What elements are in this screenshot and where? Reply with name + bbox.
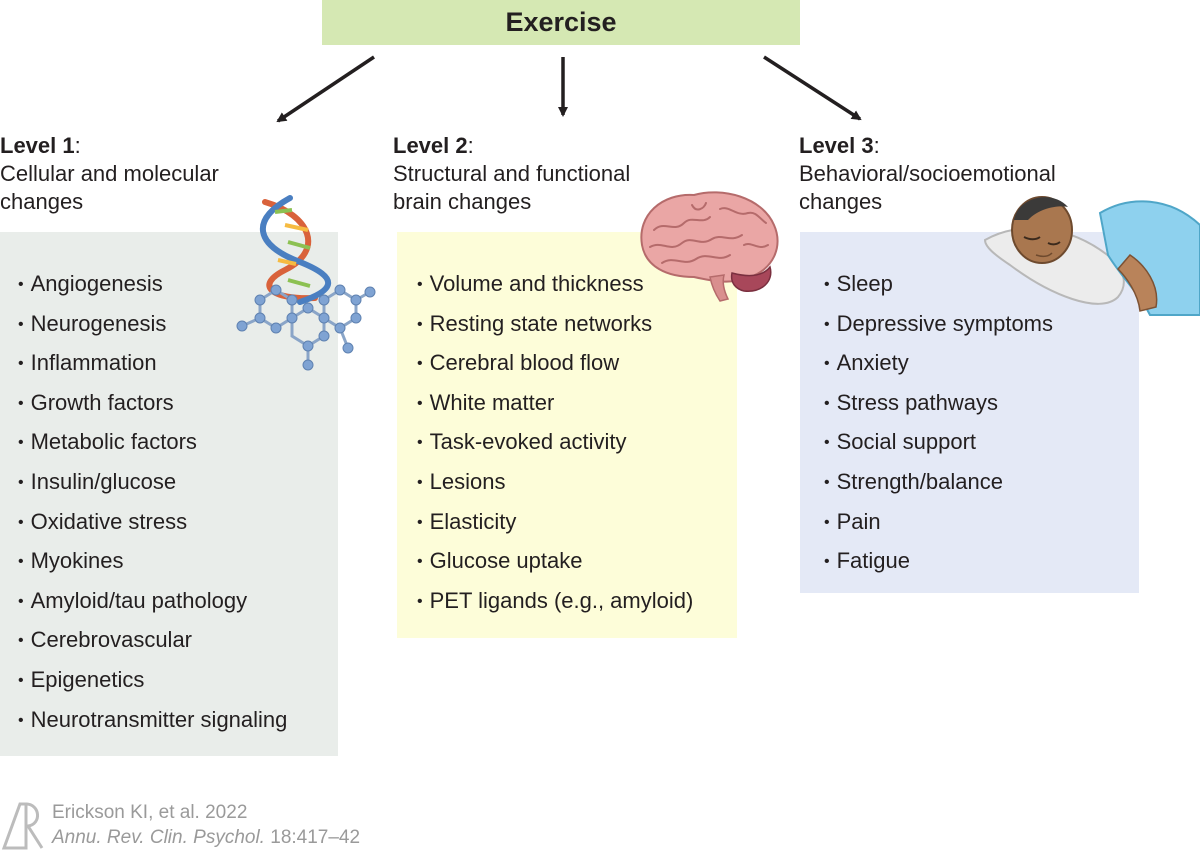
list-item: Amyloid/tau pathology [18, 581, 338, 621]
list-item: Sleep [824, 264, 1139, 304]
level-3-list: SleepDepressive symptomsAnxietyStress pa… [800, 232, 1139, 581]
level-1-subtitle-line1: Cellular and molecular [0, 161, 219, 186]
level-2-subtitle-line2: brain changes [393, 189, 532, 214]
list-item: Cerebrovascular [18, 620, 338, 660]
list-item: Anxiety [824, 343, 1139, 383]
publisher-logo-icon [1, 802, 44, 850]
citation-authors: Erickson KI, et al. 2022 [52, 802, 248, 823]
list-item: Growth factors [18, 383, 338, 423]
level-2-subtitle-line1: Structural and functional [393, 161, 631, 186]
level-3-subtitle-line2: changes [799, 189, 883, 214]
list-item: Stress pathways [824, 383, 1139, 423]
list-item: Insulin/glucose [18, 462, 338, 502]
citation-volume: 18:417–42 [264, 827, 361, 848]
list-item: Glucose uptake [417, 541, 737, 581]
root-node-exercise: Exercise [322, 0, 800, 45]
citation: Erickson KI, et al. 2022 Annu. Rev. Clin… [52, 800, 360, 850]
list-item: Cerebral blood flow [417, 343, 737, 383]
list-item: Resting state networks [417, 304, 737, 344]
list-item: Neurotransmitter signaling [18, 700, 338, 740]
level-2-heading: Level 2: Structural and functional brain… [393, 133, 631, 214]
list-item: Angiogenesis [18, 264, 338, 304]
list-item: Depressive symptoms [824, 304, 1139, 344]
citation-journal: Annu. Rev. Clin. Psychol. [52, 827, 265, 848]
list-item: Strength/balance [824, 462, 1139, 502]
list-item: Fatigue [824, 541, 1139, 581]
arrow-to-level-3 [763, 55, 862, 121]
level-1-panel: AngiogenesisNeurogenesisInflammationGrow… [0, 232, 338, 756]
level-2-list: Volume and thicknessResting state networ… [397, 232, 737, 620]
list-item: Oxidative stress [18, 502, 338, 542]
list-item: PET ligands (e.g., amyloid) [417, 581, 737, 621]
level-3-subtitle-line1: Behavioral/socioemotional [799, 161, 1056, 186]
level-2-title: Level 2 [393, 133, 468, 158]
list-item: Task-evoked activity [417, 422, 737, 462]
level-3-title: Level 3 [799, 133, 874, 158]
level-1-title: Level 1 [0, 133, 75, 158]
level-1-heading: Level 1: Cellular and molecular changes [0, 133, 219, 214]
list-item: Neurogenesis [18, 304, 338, 344]
list-item: White matter [417, 383, 737, 423]
brain-icon [640, 191, 779, 302]
level-2-panel: Volume and thicknessResting state networ… [397, 232, 737, 638]
list-item: Social support [824, 422, 1139, 462]
level-1-subtitle-line2: changes [0, 189, 84, 214]
arrow-to-level-1 [276, 55, 375, 123]
level-3-heading: Level 3: Behavioral/socioemotional chang… [799, 133, 1056, 214]
list-item: Inflammation [18, 343, 338, 383]
dna-molecule-icon [236, 195, 376, 371]
list-item: Pain [824, 502, 1139, 542]
list-item: Epigenetics [18, 660, 338, 700]
list-item: Lesions [417, 462, 737, 502]
list-item: Volume and thickness [417, 264, 737, 304]
list-item: Elasticity [417, 502, 737, 542]
level-1-list: AngiogenesisNeurogenesisInflammationGrow… [0, 232, 338, 739]
list-item: Myokines [18, 541, 338, 581]
sleeping-person-icon [983, 196, 1200, 316]
citation-journal-line: Annu. Rev. Clin. Psychol. 18:417–42 [52, 825, 360, 850]
list-item: Metabolic factors [18, 422, 338, 462]
